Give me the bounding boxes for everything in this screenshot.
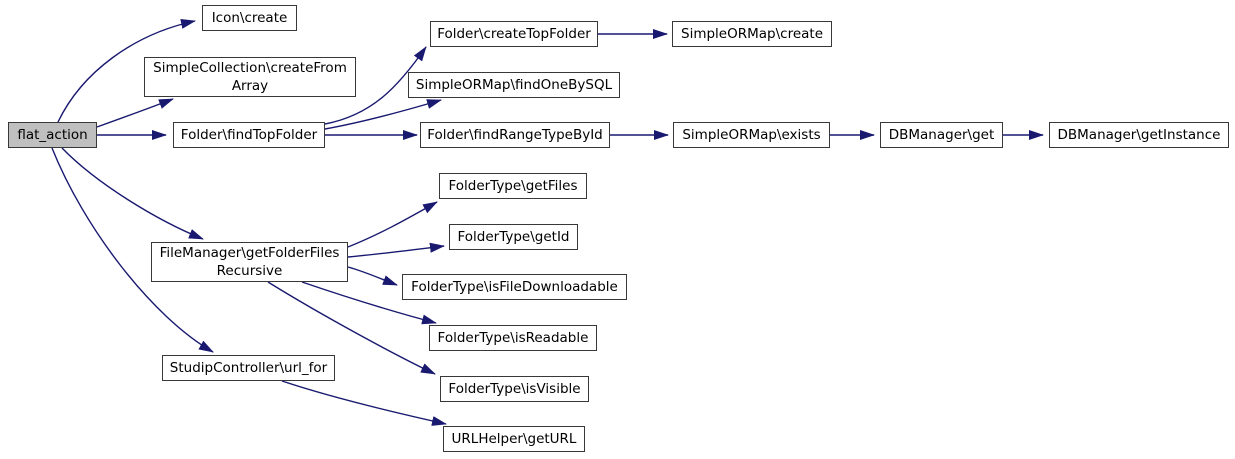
edge-flat-action-to-simplecollection-createfromarray — [96, 98, 174, 128]
node-foldertype-getid-label: FolderType\getId — [457, 228, 570, 245]
node-dbmanager-getinstance-label: DBManager\getInstance — [1057, 126, 1221, 143]
node-foldertype-getfiles[interactable]: FolderType\getFiles — [439, 173, 587, 199]
node-simplecollection-createfromarray-label-line2: Array — [231, 78, 269, 94]
node-filemanager-getfolderfilesrecursive[interactable]: FileManager\getFolderFiles Recursive — [151, 242, 348, 282]
node-folder-findrangetypebyid-label: Folder\findRangeTypeById — [427, 126, 603, 143]
edge-filemanager-to-foldertype-getfiles — [347, 201, 438, 248]
node-folder-findtopfolder-label: Folder\findTopFolder — [180, 126, 318, 143]
node-simpleormap-exists[interactable]: SimpleORMap\exists — [673, 122, 830, 148]
node-filemanager-getfolderfilesrecursive-label-line2: Recursive — [216, 263, 283, 279]
node-filemanager-getfolderfilesrecursive-label-line1: FileManager\getFolderFiles — [159, 244, 340, 261]
node-simpleormap-exists-label: SimpleORMap\exists — [682, 126, 821, 143]
node-folder-findtopfolder[interactable]: Folder\findTopFolder — [173, 122, 325, 148]
node-folder-createtopfolder[interactable]: Folder\createTopFolder — [430, 21, 598, 47]
node-simpleormap-findonebysql[interactable]: SimpleORMap\findOneBySQL — [408, 72, 620, 98]
node-simplecollection-createfromarray[interactable]: SimpleCollection\createFrom Array — [144, 57, 356, 97]
node-folder-findrangetypebyid[interactable]: Folder\findRangeTypeById — [420, 122, 610, 148]
node-dbmanager-get-label: DBManager\get — [888, 126, 995, 143]
node-urlhelper-geturl-label: URLHelper\getURL — [451, 430, 577, 447]
node-dbmanager-get[interactable]: DBManager\get — [880, 122, 1003, 148]
node-icon-create-label: Icon\create — [211, 9, 288, 26]
node-foldertype-isvisible-label: FolderType\isVisible — [448, 380, 581, 397]
node-simpleormap-create-label: SimpleORMap\create — [681, 25, 823, 42]
node-flat-action: flat_action — [8, 122, 97, 148]
node-foldertype-getfiles-label: FolderType\getFiles — [448, 177, 578, 194]
node-foldertype-isreadable-label: FolderType\isReadable — [437, 329, 589, 346]
node-urlhelper-geturl[interactable]: URLHelper\getURL — [443, 426, 585, 452]
edge-filemanager-to-foldertype-getid — [347, 242, 445, 258]
edge-flat-action-to-filemanager-getfolderfilesrecursive — [61, 147, 204, 240]
node-flat-action-label: flat_action — [17, 126, 88, 143]
node-studipcontroller-url-for[interactable]: StudipController\url_for — [162, 355, 335, 381]
node-foldertype-isfiledownloadable-label: FolderType\isFileDownloadable — [411, 278, 618, 295]
edge-filemanager-to-foldertype-isfiledownloadable — [347, 266, 398, 286]
node-foldertype-getid[interactable]: FolderType\getId — [449, 224, 578, 250]
node-foldertype-isfiledownloadable[interactable]: FolderType\isFileDownloadable — [402, 274, 627, 300]
node-foldertype-isvisible[interactable]: FolderType\isVisible — [440, 376, 589, 402]
node-studipcontroller-url-for-label: StudipController\url_for — [169, 359, 328, 376]
node-dbmanager-getinstance[interactable]: DBManager\getInstance — [1049, 122, 1229, 148]
edge-studipcontroller-url-for-to-urlhelper-geturl — [281, 380, 447, 426]
node-icon-create[interactable]: Icon\create — [202, 5, 297, 31]
node-folder-createtopfolder-label: Folder\createTopFolder — [437, 25, 591, 42]
node-foldertype-isreadable[interactable]: FolderType\isReadable — [429, 325, 597, 351]
node-simpleormap-create[interactable]: SimpleORMap\create — [672, 21, 832, 47]
node-simplecollection-createfromarray-label-line1: SimpleCollection\createFrom — [153, 59, 347, 76]
node-simpleormap-findonebysql-label: SimpleORMap\findOneBySQL — [415, 76, 613, 93]
